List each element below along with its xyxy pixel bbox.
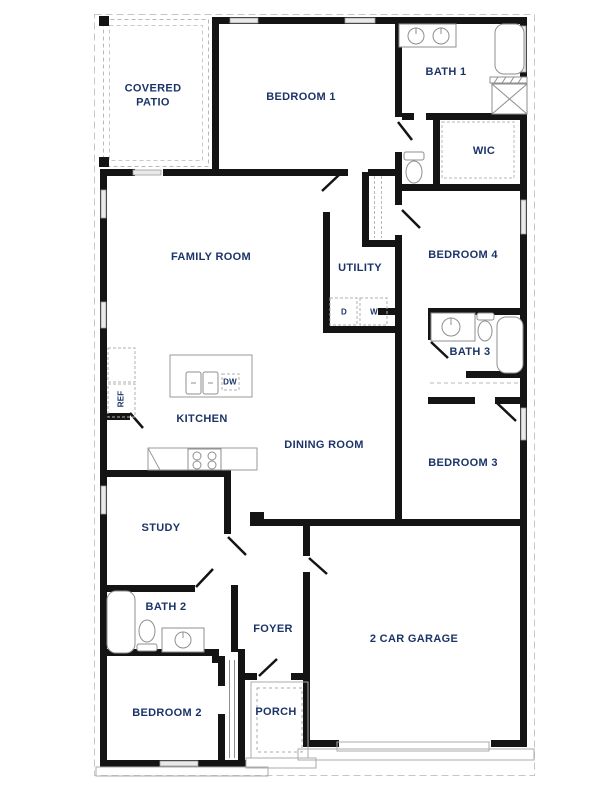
- walls: [100, 17, 527, 767]
- laundry-boxes: [329, 297, 388, 326]
- room-label-utility: UTILITY: [338, 262, 382, 275]
- room-label-bedroom1: BEDROOM 1: [266, 91, 336, 104]
- bath2-toilet-icon: [136, 619, 158, 652]
- room-label-bath1: BATH 1: [425, 66, 467, 79]
- room-label-bedroom3: BEDROOM 3: [428, 457, 498, 470]
- closet-details: [229, 121, 520, 758]
- room-label-study: STUDY: [141, 522, 181, 535]
- stove-icon: [187, 448, 222, 471]
- room-label-porch: PORCH: [255, 706, 297, 719]
- pantry-box: [107, 347, 136, 383]
- room-label-bath2: BATH 2: [145, 601, 187, 614]
- room-label-garage: 2 CAR GARAGE: [369, 633, 459, 646]
- bath1-tub-icon: [494, 23, 525, 75]
- bath3-fixtures: [430, 312, 524, 374]
- room-label-family-room: FAMILY ROOM: [170, 251, 252, 264]
- room-label-wic: WIC: [472, 145, 496, 158]
- room-label-bath3: BATH 3: [449, 346, 491, 359]
- washer-label: W: [370, 307, 378, 317]
- bath3-toilet-icon: [476, 312, 495, 342]
- room-label-dining-room: DINING ROOM: [284, 439, 364, 452]
- bath1-shower-glass: [489, 76, 528, 84]
- bath1-shower-icon: [491, 83, 528, 115]
- room-label-bedroom4: BEDROOM 4: [428, 249, 498, 262]
- dishwasher-label: DW: [223, 377, 237, 387]
- bath1-fixtures: [398, 23, 528, 184]
- kitchen-sink-icon: [185, 371, 219, 395]
- bath3-tub-icon: [496, 316, 524, 374]
- dryer-label: D: [341, 307, 347, 317]
- bath1-toilet-icon: [403, 151, 425, 184]
- room-label-covered-patio: COVERED PATIO: [124, 82, 182, 108]
- dishwasher-box: [221, 373, 240, 391]
- door-leaves: [129, 121, 517, 677]
- refrigerator-label: REF: [116, 390, 126, 408]
- room-label-foyer: FOYER: [253, 623, 293, 636]
- bath2-tub-icon: [106, 590, 136, 654]
- room-label-kitchen: KITCHEN: [176, 413, 228, 426]
- kitchen-fixtures: [107, 347, 258, 471]
- bath2-fixtures: [106, 590, 205, 654]
- steps-and-garage-door: [95, 681, 535, 777]
- roof-outline: [94, 14, 535, 776]
- room-label-bedroom2: BEDROOM 2: [132, 707, 202, 720]
- covered-patio-outline: [99, 16, 209, 167]
